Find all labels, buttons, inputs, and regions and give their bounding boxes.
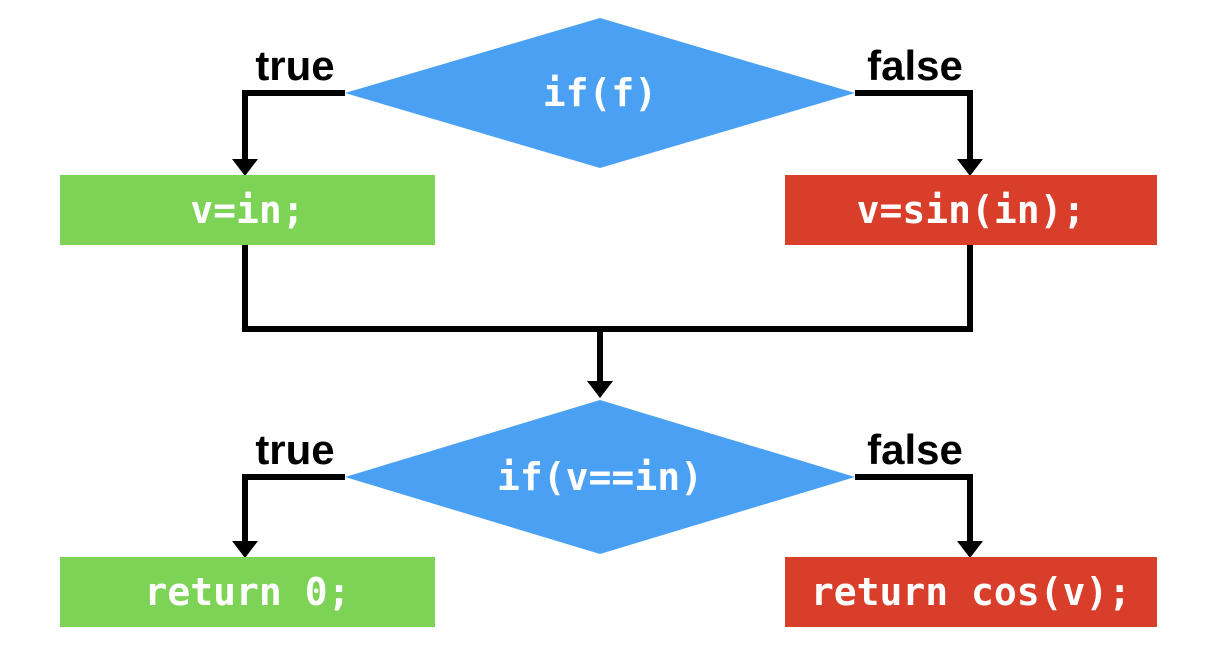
decision-1-false-box xyxy=(785,175,1157,245)
connector-decision-2-true xyxy=(242,474,345,541)
connector-decision-1-true xyxy=(242,90,345,159)
arrowhead-to-decision-2 xyxy=(587,381,613,398)
arrowhead-decision-2-false xyxy=(957,541,983,558)
arrowhead-decision-2-true xyxy=(232,541,258,558)
decision-2-diamond xyxy=(345,400,855,554)
decision-2-true-box xyxy=(60,557,435,627)
decision-1-diamond xyxy=(345,18,855,168)
arrowhead-decision-1-true xyxy=(232,159,258,176)
connector-merge xyxy=(242,245,973,332)
connector-decision-1-false xyxy=(855,90,973,159)
connector-decision-2-false xyxy=(855,474,973,541)
decision-2-false-box xyxy=(785,557,1157,627)
arrowhead-decision-1-false xyxy=(957,159,983,176)
decision-1-true-box xyxy=(60,175,435,245)
